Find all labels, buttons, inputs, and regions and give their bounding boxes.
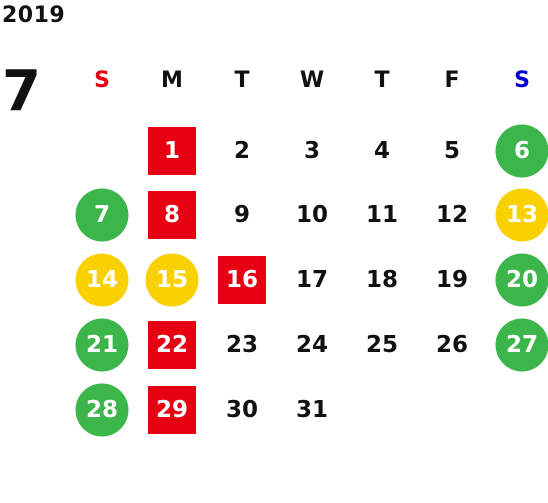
day-number: 30: [225, 397, 258, 423]
day-number: 27: [505, 332, 538, 358]
day-number: 29: [155, 397, 188, 423]
day-cell-9[interactable]: 9: [207, 190, 277, 240]
weekday-mon: M: [161, 67, 183, 93]
day-cell-30[interactable]: 30: [207, 385, 277, 435]
day-number: 12: [435, 202, 468, 228]
day-number: 11: [365, 202, 398, 228]
day-cell-24[interactable]: 24: [277, 320, 347, 370]
day-number: 28: [85, 397, 118, 423]
week-row: 21 22 23 24 25 26 27: [67, 320, 548, 370]
weekday-sun: S: [94, 67, 110, 93]
weekday-sat: S: [514, 67, 530, 93]
day-number: 17: [295, 267, 328, 293]
weekday-fri: F: [444, 67, 460, 93]
day-number: 1: [163, 138, 180, 164]
day-cell-3[interactable]: 3: [277, 126, 347, 176]
year-label: 2019: [2, 3, 66, 28]
day-cell-27[interactable]: 27: [487, 320, 548, 370]
weekday-wed: W: [299, 67, 325, 93]
day-cell-18[interactable]: 18: [347, 255, 417, 305]
day-number: 14: [85, 267, 118, 293]
day-number: 15: [155, 267, 188, 293]
day-number: 4: [373, 138, 390, 164]
day-cell-2[interactable]: 2: [207, 126, 277, 176]
day-number: 25: [365, 332, 398, 358]
day-number: 23: [225, 332, 258, 358]
day-number: 19: [435, 267, 468, 293]
day-cell-31[interactable]: 31: [277, 385, 347, 435]
day-cell-29[interactable]: 29: [137, 385, 207, 435]
day-cell-6[interactable]: 6: [487, 126, 548, 176]
day-cell-17[interactable]: 17: [277, 255, 347, 305]
weekday-header: S M T W T F S: [67, 55, 548, 105]
day-cell-8[interactable]: 8: [137, 190, 207, 240]
day-cell-4[interactable]: 4: [347, 126, 417, 176]
day-cell-15[interactable]: 15: [137, 255, 207, 305]
day-cell-28[interactable]: 28: [67, 385, 137, 435]
day-number: 22: [155, 332, 188, 358]
weekday-thu: T: [374, 67, 390, 93]
day-cell-14[interactable]: 14: [67, 255, 137, 305]
day-number: 3: [303, 138, 320, 164]
week-row: 28 29 30 31: [67, 385, 548, 435]
day-number: 20: [505, 267, 538, 293]
day-cell-23[interactable]: 23: [207, 320, 277, 370]
day-number: 13: [505, 202, 538, 228]
day-number: 24: [295, 332, 328, 358]
weekday-tue: T: [234, 67, 250, 93]
day-number: 8: [163, 202, 180, 228]
day-cell-20[interactable]: 20: [487, 255, 548, 305]
day-cell-19[interactable]: 19: [417, 255, 487, 305]
day-cell-5[interactable]: 5: [417, 126, 487, 176]
week-row: 14 15 16 17 18 19 20: [67, 255, 548, 305]
day-number: 9: [233, 202, 250, 228]
day-number: 21: [85, 332, 118, 358]
day-cell-21[interactable]: 21: [67, 320, 137, 370]
week-row: 1 2 3 4 5 6: [67, 126, 548, 176]
day-cell-13[interactable]: 13: [487, 190, 548, 240]
day-number: 7: [93, 202, 110, 228]
day-cell-7[interactable]: 7: [67, 190, 137, 240]
day-cell-11[interactable]: 11: [347, 190, 417, 240]
month-label: 7: [2, 59, 41, 124]
week-row: 7 8 9 10 11 12 13: [67, 190, 548, 240]
day-cell-1[interactable]: 1: [137, 126, 207, 176]
day-number: 10: [295, 202, 328, 228]
day-number: 5: [443, 138, 460, 164]
day-number: 16: [225, 267, 258, 293]
day-number: 31: [295, 397, 328, 423]
day-cell-16[interactable]: 16: [207, 255, 277, 305]
day-cell-22[interactable]: 22: [137, 320, 207, 370]
day-number: 2: [233, 138, 250, 164]
day-number: 18: [365, 267, 398, 293]
day-cell-26[interactable]: 26: [417, 320, 487, 370]
day-number: 26: [435, 332, 468, 358]
day-number: 6: [513, 138, 530, 164]
day-cell-25[interactable]: 25: [347, 320, 417, 370]
day-cell-10[interactable]: 10: [277, 190, 347, 240]
day-cell-12[interactable]: 12: [417, 190, 487, 240]
